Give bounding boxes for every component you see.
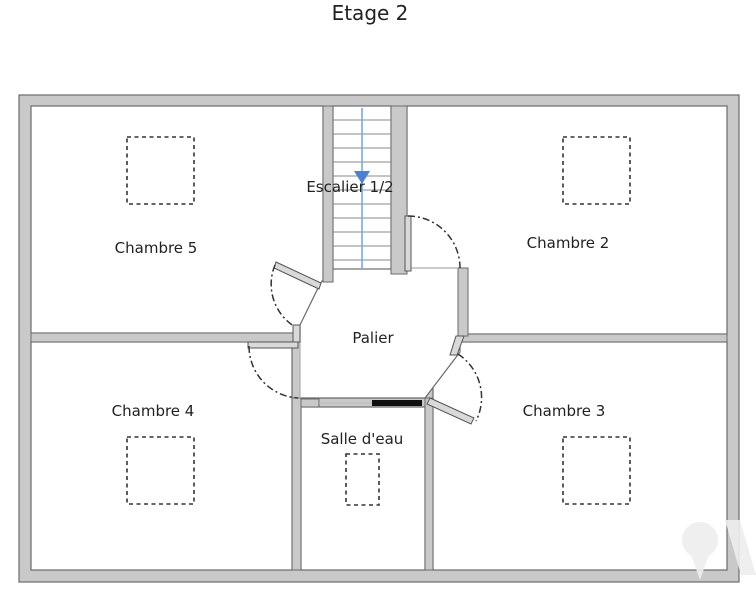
room-chambre-5: [30, 105, 324, 334]
wall-stair-left: [322, 105, 334, 283]
ceiling-marker: [345, 453, 380, 506]
wall-salle-top-right: [372, 400, 422, 406]
ceiling-marker: [126, 136, 195, 205]
wall-4-salle: [291, 397, 302, 571]
label-chambre-4: Chambre 4: [112, 402, 195, 420]
room-salle-eau: [300, 406, 426, 571]
label-salle-eau: Salle d'eau: [321, 430, 404, 448]
ceiling-marker: [126, 436, 195, 505]
label-chambre-5: Chambre 5: [115, 239, 198, 257]
ceiling-marker: [562, 136, 631, 205]
wall-5-4: [30, 332, 299, 343]
label-escalier: Escalier 1/2: [306, 178, 393, 196]
ceiling-marker: [562, 436, 631, 505]
door-swing-icon: [404, 215, 461, 272]
stair-arrow-icon: [354, 171, 370, 184]
door-swing-icon: [247, 341, 299, 399]
wall-palier-right: [457, 267, 469, 337]
wall-2-3: [461, 333, 728, 343]
door-swing-icon: [270, 261, 322, 343]
label-chambre-3: Chambre 3: [523, 402, 606, 420]
wall-salle-top-left: [300, 398, 320, 408]
label-palier: Palier: [352, 329, 394, 347]
watermark-logo-icon: [682, 520, 756, 580]
label-chambre-2: Chambre 2: [527, 234, 610, 252]
room-chambre-4: [30, 341, 293, 571]
wall-salle-3: [424, 397, 434, 571]
plan-title: Etage 2: [332, 1, 409, 25]
room-chambre-3: [432, 341, 728, 571]
door-swing-icon: [426, 335, 483, 425]
